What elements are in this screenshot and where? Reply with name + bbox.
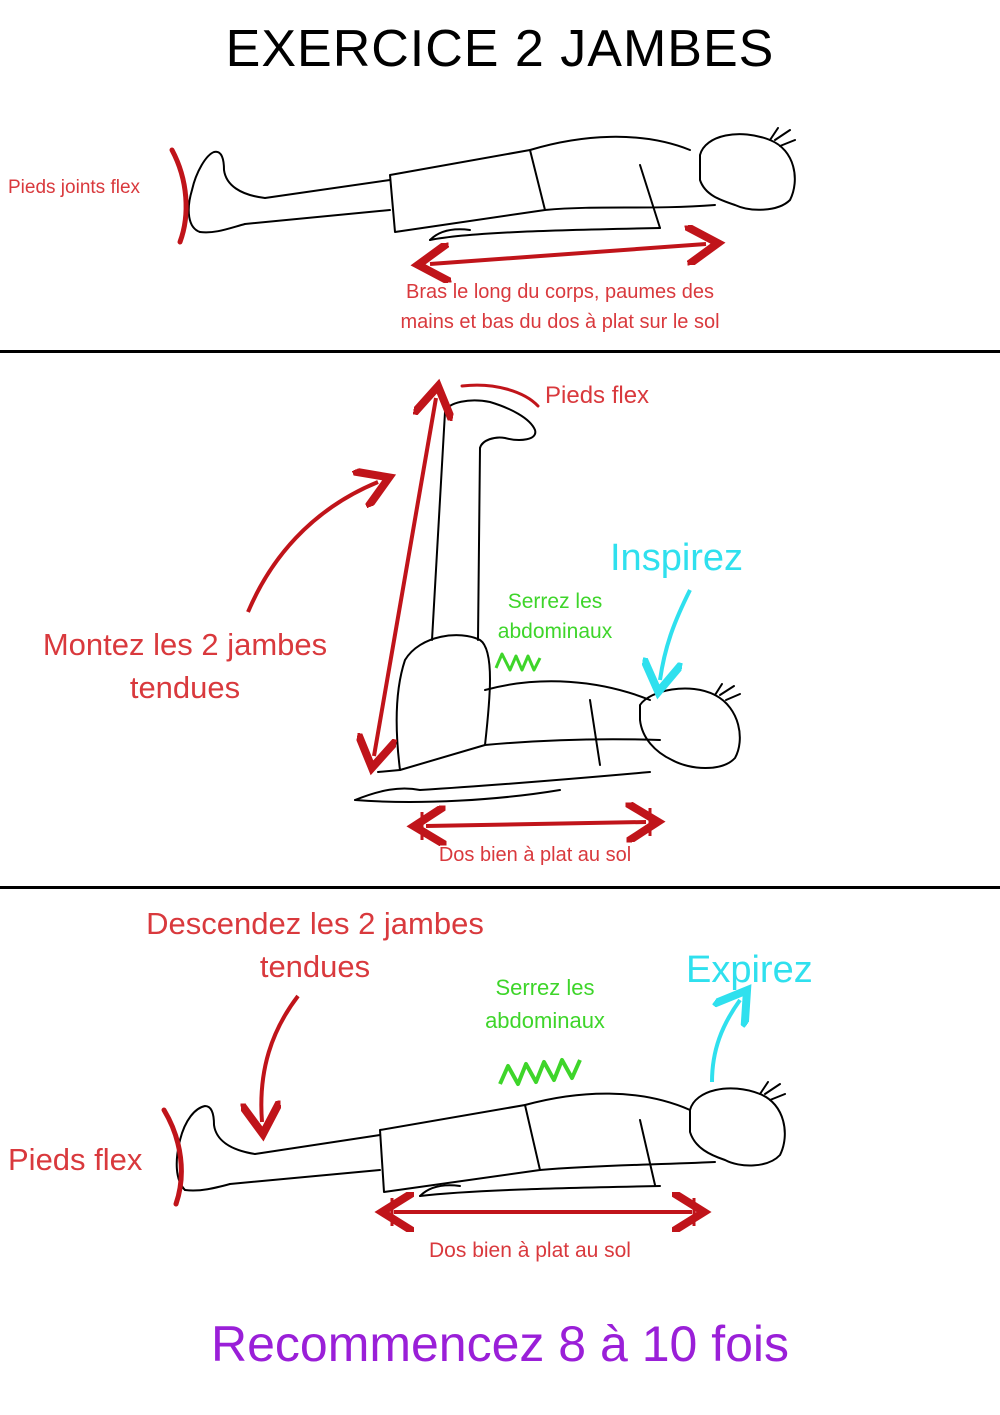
exhale-arrow [710, 1000, 740, 1083]
abs-label-3-line2: abdominaux [485, 1008, 605, 1033]
feet-bracket-1 [169, 147, 189, 245]
raise-label-line2: tendues [129, 670, 241, 705]
abs-squiggle-2 [494, 652, 542, 672]
exhale-label: Expirez [686, 949, 813, 991]
abs-label-2-line1: Serrez les [507, 590, 603, 613]
inhale-label: Inspirez [610, 537, 744, 579]
feet-arc-2 [460, 383, 540, 408]
lower-label-line1: Descendez les 2 jambes [146, 906, 484, 941]
arms-label-1-line2: mains et bas du dos à plat sur le sol [400, 311, 720, 333]
arms-label-1-line1: Bras le long du corps, paumes des [406, 281, 714, 303]
lower-arrow-3 [261, 994, 300, 1122]
inhale-arrow [660, 589, 692, 680]
repeat-instruction: Recommencez 8 à 10 fois [210, 1316, 790, 1372]
abs-label-2-line2: abdominaux [497, 620, 613, 643]
back-label-3: Dos bien à plat au sol [429, 1239, 631, 1262]
panel-divider-2 [0, 886, 1000, 889]
figure-lying-flat-1 [187, 127, 796, 241]
figure-lying-flat-3 [175, 1081, 786, 1197]
height-arrow-2 [374, 398, 436, 756]
back-label-2: Dos bien à plat au sol [438, 844, 632, 866]
panel-divider-1 [0, 350, 1000, 353]
feet-label-1: Pieds joints flex [8, 177, 141, 198]
feet-bracket-3 [161, 1107, 184, 1207]
feet-label-3: Pieds flex [8, 1142, 143, 1177]
abs-squiggle-3 [498, 1058, 582, 1086]
raise-arrow-2 [246, 482, 378, 613]
abs-label-3-line1: Serrez les [495, 975, 595, 1000]
page-title: EXERCICE 2 JAMBES [225, 20, 775, 78]
arms-arrow-1 [430, 244, 706, 264]
raise-label-line1: Montez les 2 jambes [42, 627, 328, 662]
back-arrow-2 [426, 822, 646, 826]
feet-label-2: Pieds flex [545, 382, 650, 409]
lower-label-line2: tendues [259, 949, 371, 984]
